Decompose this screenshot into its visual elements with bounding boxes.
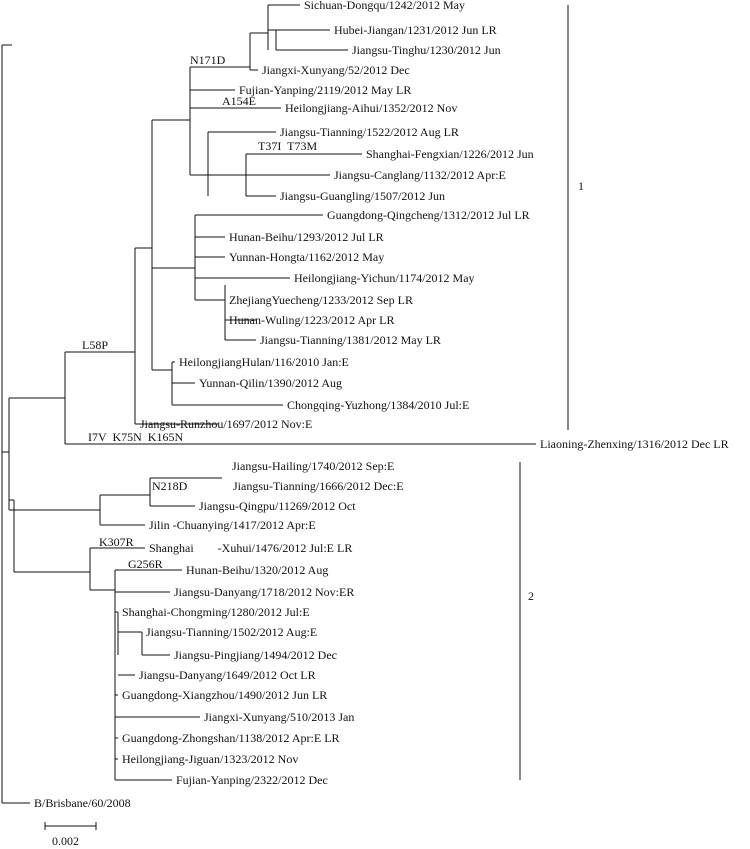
leaf-label: Yunnan-Hongta/1162/2012 May	[229, 250, 384, 264]
leaf-label: Fujian-Yanping/2322/2012 Dec	[176, 773, 328, 787]
clade-1-label: 1	[578, 179, 584, 193]
leaf-label: Jiangxi-Xunyang/52/2012 Dec	[262, 63, 410, 77]
mutation-label: N171D	[190, 53, 226, 67]
leaf-label: Shanghai-Fengxian/1226/2012 Jun	[366, 147, 534, 161]
scale-bar: 0.002	[44, 822, 97, 848]
leaf-label: Hunan-Beihu/1320/2012 Aug	[186, 563, 328, 577]
leaf-label: Guangdong-Qingcheng/1312/2012 Jul LR	[327, 208, 530, 222]
leaf-label: Heilongjiang-Jiguan/1323/2012 Nov	[122, 752, 298, 766]
leaf-label: Guangdong-Xiangzhou/1490/2012 Jun LR	[122, 688, 327, 702]
leaf-label: Sichuan-Dongqu/1242/2012 May	[304, 0, 465, 12]
mutation-label: I7V K75N K165N	[88, 430, 183, 444]
mutation-label: K307R	[99, 535, 134, 549]
leaf-label: Jiangsu-Tianning/1522/2012 Aug LR	[280, 125, 459, 139]
leaf-label: Heilongjiang-Aihui/1352/2012 Nov	[285, 101, 457, 115]
leaf-label: Jiangsu-Tianning/1666/2012 Dec:E	[233, 479, 404, 493]
leaf-label: Jiangsu-Tianning/1381/2012 May LR	[260, 333, 441, 347]
leaf-label: Hubei-Jiangan/1231/2012 Jun LR	[334, 23, 497, 37]
scale-bar-label: 0.002	[52, 834, 79, 848]
leaf-label: Jilin -Chuanying/1417/2012 Apr:E	[149, 518, 316, 532]
leaf-label: ZhejiangYuecheng/1233/2012 Sep LR	[229, 293, 413, 307]
leaf-label: Yunnan-Qilin/1390/2012 Aug	[199, 376, 342, 390]
mutation-label: A154E	[222, 94, 256, 108]
leaf-label: Jiangsu-Danyang/1649/2012 Oct LR	[139, 668, 316, 682]
clade-bars	[519, 5, 569, 780]
mutation-label: G256R	[128, 557, 163, 571]
mutation-label: N218D	[152, 479, 188, 493]
clade-labels: 1 2	[528, 179, 584, 603]
mutation-labels: N171D A154E T37I T73M L58P I7V K75N K165…	[82, 53, 317, 571]
leaf-label: Shanghai-Chongming/1280/2012 Jul:E	[122, 605, 310, 619]
leaf-label: Jiangsu-Qingpu/11269/2012 Oct	[199, 499, 356, 513]
leaf-label: Hunan-Beihu/1293/2012 Jul LR	[229, 230, 384, 244]
leaf-label: Shanghai -Xuhui/1476/2012 Jul:E LR	[149, 541, 352, 555]
leaf-label: Hunan-Wuling/1223/2012 Apr LR	[229, 313, 395, 327]
leaf-label: Jiangsu-Danyang/1718/2012 Nov:ER	[174, 585, 354, 599]
leaf-labels: Sichuan-Dongqu/1242/2012 May Hubei-Jiang…	[34, 0, 729, 810]
leaf-label: Jiangsu-Runzhou/1697/2012 Nov:E	[140, 417, 312, 431]
leaf-label: Jiangsu-Canglang/1132/2012 Apr:E	[334, 168, 506, 182]
tree-branches	[1, 4, 536, 804]
leaf-label: HeilongjiangHulan/116/2010 Jan:E	[179, 355, 349, 369]
clade-2-label: 2	[528, 589, 534, 603]
leaf-label: Heilongjiang-Yichun/1174/2012 May	[294, 271, 475, 285]
leaf-label: Jiangsu-Tianning/1502/2012 Aug:E	[146, 625, 317, 639]
mutation-label: T37I T73M	[258, 139, 317, 153]
leaf-label: Liaoning-Zhenxing/1316/2012 Dec LR	[540, 437, 729, 451]
leaf-label: Fujian-Yanping/2119/2012 May LR	[239, 83, 411, 97]
leaf-label: Jiangsu-Pingjiang/1494/2012 Dec	[174, 648, 337, 662]
leaf-label: Chongqing-Yuzhong/1384/2010 Jul:E	[287, 398, 469, 412]
leaf-label: Jiangsu-Hailing/1740/2012 Sep:E	[232, 459, 394, 473]
leaf-label: B/Brisbane/60/2008	[34, 796, 131, 810]
mutation-label: L58P	[82, 338, 108, 352]
leaf-label: Jiangsu-Guangling/1507/2012 Jun	[280, 189, 445, 203]
leaf-label: Jiangxi-Xunyang/510/2013 Jan	[204, 710, 354, 724]
leaf-label: Jiangsu-Tinghu/1230/2012 Jun	[352, 43, 501, 57]
leaf-label: Guangdong-Zhongshan/1138/2012 Apr:E LR	[122, 731, 340, 745]
